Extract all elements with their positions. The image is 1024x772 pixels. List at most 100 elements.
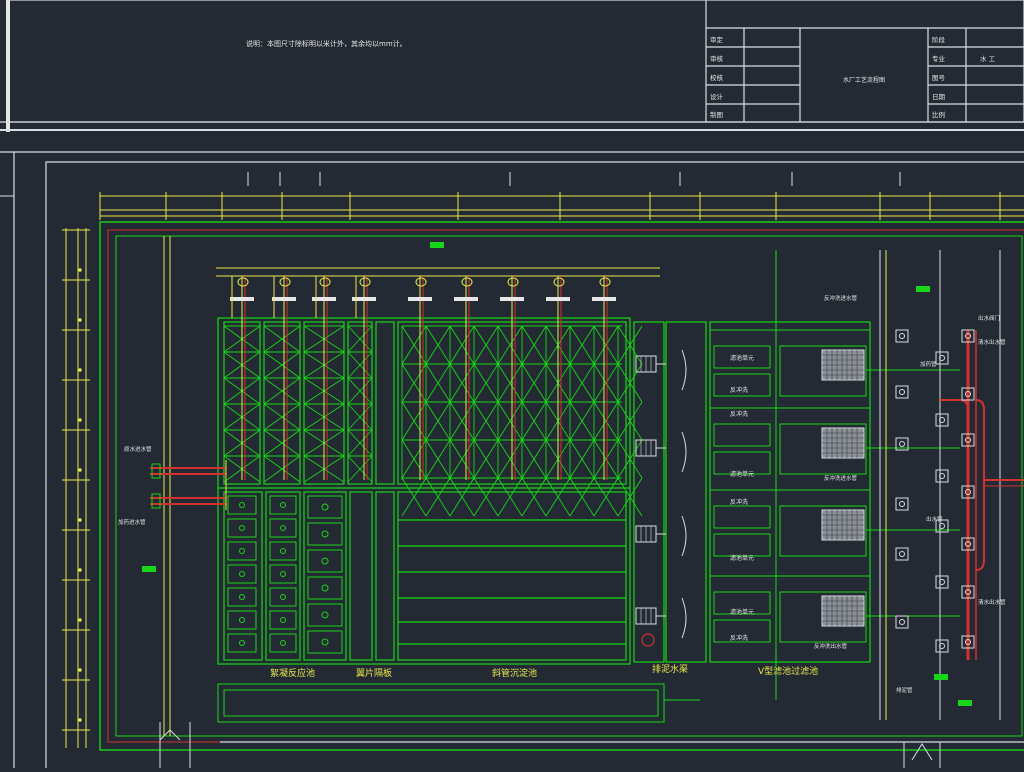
chamber xyxy=(227,518,257,538)
lattice-line xyxy=(263,455,301,483)
valve xyxy=(895,437,909,451)
cell-label-5: 反冲洗 xyxy=(730,498,748,506)
lattice-line xyxy=(347,429,373,457)
callout-dosing: 加药管 xyxy=(920,360,937,368)
valve xyxy=(895,497,909,511)
chamber-port xyxy=(321,638,329,646)
tube-line xyxy=(449,363,475,403)
pipe-elbow xyxy=(461,277,473,287)
tube-line xyxy=(617,477,643,517)
dim-dot xyxy=(78,268,82,272)
tube-line xyxy=(449,477,475,517)
drawing-note: 说明：本图尺寸除标明以米计外，其余均以mm计。 xyxy=(246,39,407,48)
pipe-elbow xyxy=(415,277,427,287)
callout-backwash-in-1: 反冲洗进水管 xyxy=(824,294,858,302)
pipe-elbow xyxy=(279,277,291,287)
tube-line xyxy=(569,477,595,517)
drawing-title: 水厂工艺流程图 xyxy=(843,76,885,84)
dim-dot xyxy=(78,418,82,422)
filter-bed xyxy=(779,423,867,475)
flocculation-lattice xyxy=(223,325,373,483)
valve-core xyxy=(939,417,945,423)
chamber-port xyxy=(280,617,286,623)
tube-line xyxy=(593,401,619,441)
cell-label-6: 滤池单元 xyxy=(730,554,754,562)
tube-line xyxy=(473,325,499,365)
label-wing-baffle: 翼片隔板 xyxy=(356,667,392,679)
channel-curve xyxy=(681,431,687,473)
valve-core xyxy=(939,579,945,585)
tb-label-sheji: 设计 xyxy=(710,92,724,101)
filter-bay xyxy=(713,505,771,529)
lattice-line xyxy=(263,429,301,457)
v-filter xyxy=(709,250,871,700)
tube-line xyxy=(425,477,451,517)
chamber xyxy=(269,633,297,653)
chamber xyxy=(227,633,257,653)
chamber-port xyxy=(280,571,286,577)
chamber-port xyxy=(321,530,329,538)
pipe-fitting xyxy=(546,297,570,301)
tube-line xyxy=(593,477,619,517)
valve-core xyxy=(899,501,905,507)
pipe-callouts: 原水进水管 加药进水管 加药管 反冲洗进水管 出水阀门 清水出水管 反冲洗进水管… xyxy=(118,294,1006,694)
main-valve xyxy=(961,485,975,499)
chamber xyxy=(307,522,343,546)
chamber xyxy=(269,587,297,607)
dim-dot xyxy=(78,718,82,722)
main-valve xyxy=(961,329,975,343)
pipe-gallery xyxy=(879,250,1024,720)
pipe-fitting xyxy=(500,297,524,301)
pipe-elbow xyxy=(319,277,331,287)
filter-bay xyxy=(713,619,771,643)
tube-line xyxy=(569,325,595,365)
tb-label-jieduan: 阶段 xyxy=(932,35,946,44)
chamber-port xyxy=(239,548,245,554)
pipe-fitting xyxy=(230,297,254,301)
tube-line xyxy=(401,439,427,479)
tube-line xyxy=(521,325,547,365)
valve-core xyxy=(939,643,945,649)
chamber-port xyxy=(239,571,245,577)
chamber-port xyxy=(239,640,245,646)
tube-line xyxy=(617,325,643,365)
main-valve-core xyxy=(965,489,971,495)
tube-line xyxy=(521,363,547,403)
tb-value-zhuanye: 水 工 xyxy=(980,54,996,63)
label-sludge-channel: 排泥水渠 xyxy=(652,663,688,675)
tube-line xyxy=(497,401,523,441)
tube-line xyxy=(401,477,427,517)
lattice-line xyxy=(263,377,301,405)
chamber xyxy=(269,495,297,515)
pipe-fitting xyxy=(352,297,376,301)
chamber-port xyxy=(239,617,245,623)
inclined-tube-lattice xyxy=(401,325,643,517)
chamber-port xyxy=(239,594,245,600)
channel-curve xyxy=(681,515,687,557)
pipe-fitting xyxy=(408,297,432,301)
flocculation-tank xyxy=(217,317,631,665)
callout-dosing-inlet: 加药进水管 xyxy=(118,518,146,526)
tube-line xyxy=(593,439,619,479)
tube-line xyxy=(617,401,643,441)
tb-label-shending: 审定 xyxy=(710,35,724,44)
chamber xyxy=(307,576,343,600)
flocculation-chambers xyxy=(227,495,343,654)
chamber-port xyxy=(280,594,286,600)
valve-core xyxy=(899,551,905,557)
label-v-filter: V型滤池过滤池 xyxy=(758,665,818,677)
lattice-line xyxy=(263,325,301,353)
tube-line xyxy=(569,401,595,441)
dim-dot xyxy=(78,618,82,622)
main-valve xyxy=(961,585,975,599)
tube-line xyxy=(449,325,475,365)
lattice-line xyxy=(347,455,373,483)
dosing-pipes xyxy=(230,276,616,480)
dim-dot xyxy=(78,468,82,472)
valve xyxy=(935,413,949,427)
chamber xyxy=(227,564,257,584)
pipe-elbow xyxy=(507,277,519,287)
callout-outlet-valve: 出水阀门 xyxy=(978,314,1000,322)
